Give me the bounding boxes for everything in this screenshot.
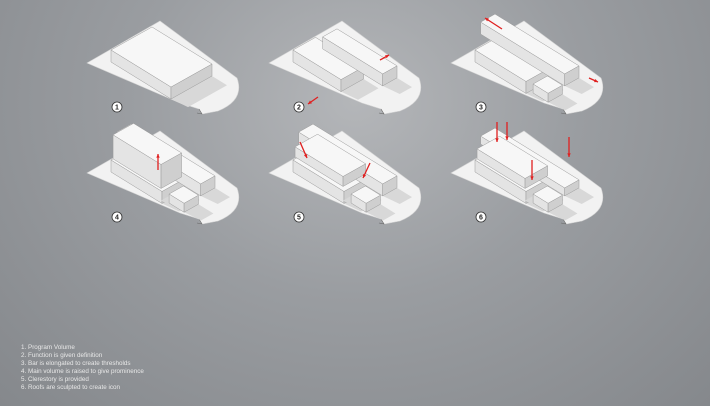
legend-item: 5. Clerestory is provided: [21, 375, 89, 383]
panel-2: 2: [268, 20, 422, 115]
panel-number: 6: [479, 215, 483, 222]
arrowhead: [362, 174, 367, 178]
arrowhead: [385, 55, 389, 59]
legend-item: 3. Bar is elongated to create thresholds: [21, 359, 131, 367]
panel-6: 6: [450, 122, 604, 225]
panel-number: 1: [115, 105, 119, 112]
box-top-face: [350, 185, 381, 204]
panel-number: 5: [297, 215, 301, 222]
panel-number: 3: [479, 105, 483, 112]
box-top-face: [322, 28, 398, 75]
box-top-face: [532, 75, 563, 94]
panel-number-badge: [111, 101, 123, 113]
shadow: [341, 78, 379, 100]
arrowhead: [485, 18, 489, 22]
arrowhead: [495, 138, 499, 142]
panel-number: 2: [297, 105, 301, 112]
box-top-face: [476, 135, 549, 179]
legend: 1. Program Volume 2. Function is given d…: [21, 344, 144, 391]
box-top-face: [294, 133, 367, 177]
panel-4: 4: [86, 123, 240, 225]
box-top-face: [112, 123, 183, 165]
arrowhead: [567, 153, 571, 157]
legend-item: 4. Main volume is raised to give promine…: [21, 367, 144, 375]
panel-number: 4: [115, 215, 119, 222]
panel-5: 5: [268, 123, 422, 225]
shadow: [171, 76, 227, 108]
legend-item: 2. Function is given definition: [21, 351, 103, 359]
arrowhead: [594, 78, 598, 83]
entry-ramp: [196, 108, 203, 115]
entry-ramp: [378, 108, 385, 115]
panel-number-badge: [111, 211, 123, 223]
entry-ramp: [560, 108, 567, 115]
panel-number-badge: [293, 101, 305, 113]
panel-number-badge: [293, 211, 305, 223]
legend-item: 1. Program Volume: [21, 344, 75, 351]
box-top-face: [480, 13, 580, 75]
entry-ramp: [560, 218, 567, 225]
arrowhead: [505, 136, 509, 140]
panel-number-badge: [475, 101, 487, 113]
arrowhead: [530, 176, 534, 180]
panel-3: 3: [450, 13, 604, 115]
panel-1: 1: [86, 20, 240, 115]
box-top-face: [110, 26, 213, 88]
box-top-face: [532, 185, 563, 204]
arrowhead: [308, 100, 312, 104]
box-top-face: [168, 185, 199, 204]
entry-ramp: [196, 218, 203, 225]
arrowhead: [303, 154, 308, 158]
legend-item: 6. Roofs are sculpted to create icon: [21, 383, 121, 391]
panel-number-badge: [475, 211, 487, 223]
arrowhead: [156, 154, 160, 158]
entry-ramp: [378, 218, 385, 225]
